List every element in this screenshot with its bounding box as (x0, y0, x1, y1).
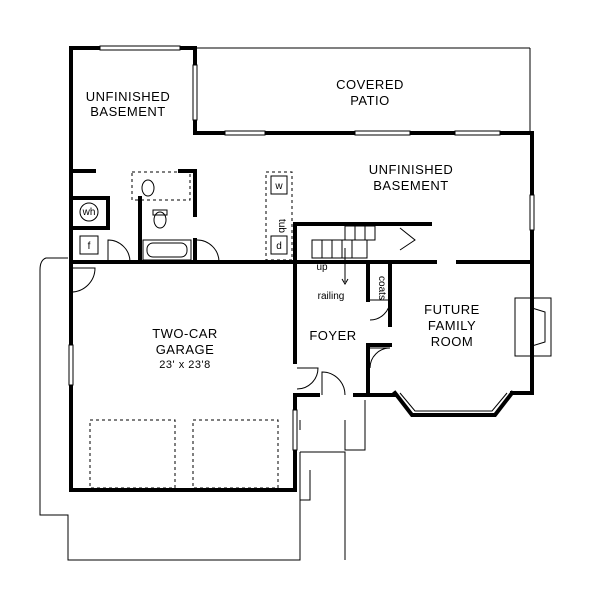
window-family-right (529, 194, 535, 231)
label-unfinished-basement-2: UNFINISHED (369, 162, 453, 177)
window-patio-2 (354, 130, 411, 136)
window-garage-left (68, 344, 74, 386)
door-stair (399, 227, 416, 251)
water-heater (79, 202, 99, 222)
window-basement1-top (99, 45, 181, 51)
walkway-outline (299, 451, 346, 560)
fireplace (514, 297, 552, 357)
label-two-car-garage: TWO-CAR (152, 326, 218, 341)
bathtub (142, 239, 192, 261)
door-foyer-closet (369, 347, 391, 369)
label-unfinished-basement-1b: BASEMENT (90, 104, 166, 119)
door-garage-side (70, 267, 96, 293)
garage-door-right (192, 419, 279, 489)
laundry-dash-outline (265, 171, 293, 261)
label-coats: coats (376, 276, 387, 300)
bay-window-inner (399, 392, 508, 412)
washer (270, 175, 288, 195)
toilet-tank (152, 209, 168, 216)
bath-dash-outline (131, 171, 191, 201)
door-bath (196, 239, 220, 263)
window-garage-right (292, 409, 298, 451)
label-railing: railing (318, 291, 345, 302)
label-future-family-room-c: ROOM (431, 334, 473, 349)
label-up: up (316, 262, 328, 273)
door-coat (369, 299, 391, 321)
window-basement1-side (192, 64, 198, 121)
label-f: f (88, 241, 91, 252)
staircase (311, 225, 376, 285)
bay-window (392, 390, 515, 417)
dryer (270, 235, 288, 255)
door-closet (107, 239, 131, 263)
label-foyer: FOYER (309, 328, 356, 343)
label-future-family-room-b: FAMILY (428, 318, 476, 333)
label-two-car-garage-b: GARAGE (156, 342, 215, 357)
furnace (79, 235, 99, 255)
window-patio-1 (224, 130, 266, 136)
label-unfinished-basement-1: UNFINISHED (86, 89, 170, 104)
label-tub: tub (276, 219, 287, 233)
door-front (321, 371, 346, 396)
label-unfinished-basement-2b: BASEMENT (373, 178, 449, 193)
label-future-family-room: FUTURE (424, 302, 480, 317)
window-patio-3 (454, 130, 501, 136)
bathtub-inner (146, 242, 188, 258)
label-w: w (274, 181, 283, 192)
sink (141, 179, 155, 197)
garage-door-left (89, 419, 176, 489)
label-covered-patio: COVERED (336, 77, 404, 92)
toilet (153, 211, 167, 229)
label-d: d (276, 241, 282, 252)
driveway-outline (39, 257, 366, 561)
label-wh: wh (82, 207, 96, 218)
door-garage-foyer (296, 367, 319, 390)
label-garage-dims: 23' x 23'8 (159, 359, 210, 371)
label-covered-patio-b: PATIO (350, 93, 390, 108)
fireplace-firebox (531, 307, 546, 347)
